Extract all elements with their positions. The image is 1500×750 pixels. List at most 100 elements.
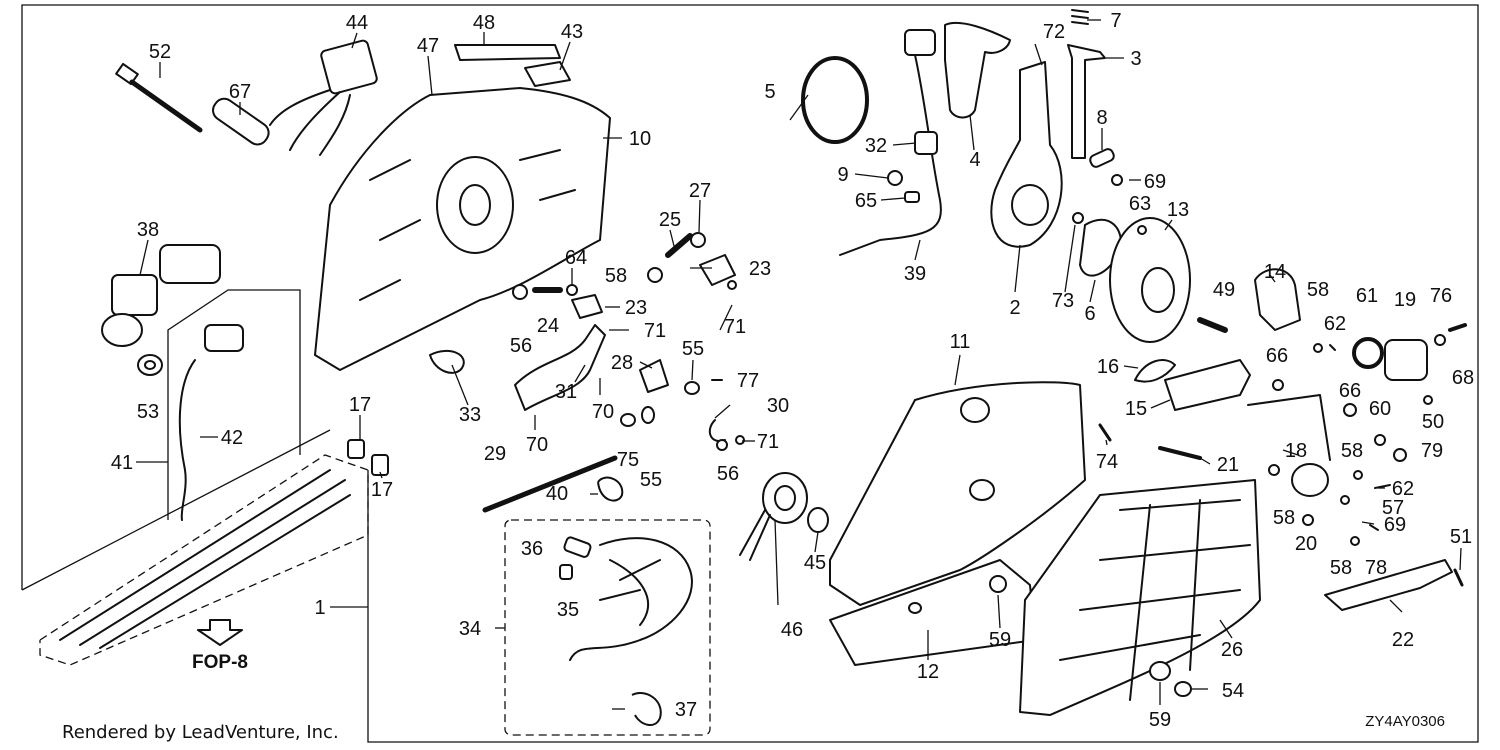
callout-17-upper[interactable]: 17 — [349, 394, 371, 416]
callout-58-right-lower[interactable]: 58 — [1330, 557, 1352, 579]
callout-45[interactable]: 45 — [804, 552, 826, 574]
callout-71-lower[interactable]: 71 — [757, 431, 779, 453]
callout-69-lower[interactable]: 69 — [1384, 514, 1406, 536]
callout-37[interactable]: 37 — [675, 699, 697, 721]
callout-67[interactable]: 67 — [229, 81, 251, 103]
callout-24[interactable]: 24 — [537, 315, 559, 337]
callout-35[interactable]: 35 — [557, 599, 579, 621]
callout-42[interactable]: 42 — [221, 427, 243, 449]
callout-49[interactable]: 49 — [1213, 279, 1235, 301]
callout-3[interactable]: 3 — [1130, 48, 1141, 70]
callout-21[interactable]: 21 — [1217, 454, 1239, 476]
callout-47[interactable]: 47 — [417, 35, 439, 57]
callout-71-center[interactable]: 71 — [644, 320, 666, 342]
callout-25[interactable]: 25 — [659, 209, 681, 231]
callout-43[interactable]: 43 — [561, 21, 583, 43]
callout-29[interactable]: 29 — [484, 443, 506, 465]
callout-13[interactable]: 13 — [1167, 199, 1189, 221]
callout-72[interactable]: 72 — [1043, 21, 1065, 43]
callout-73[interactable]: 73 — [1052, 290, 1074, 312]
callout-15[interactable]: 15 — [1125, 398, 1147, 420]
callout-62-lower[interactable]: 62 — [1392, 478, 1414, 500]
callout-11[interactable]: 11 — [950, 331, 971, 353]
callout-10[interactable]: 10 — [629, 128, 651, 150]
callout-70-right[interactable]: 70 — [592, 401, 614, 423]
callout-52[interactable]: 52 — [149, 41, 171, 63]
callout-61[interactable]: 61 — [1356, 285, 1378, 307]
callout-77[interactable]: 77 — [737, 370, 759, 392]
callout-23-lower[interactable]: 23 — [625, 297, 647, 319]
callout-66-lower[interactable]: 66 — [1339, 380, 1361, 402]
callout-56-lower[interactable]: 56 — [717, 463, 739, 485]
callout-55-lower[interactable]: 55 — [640, 469, 662, 491]
label-48 — [454, 44, 561, 61]
callout-66-upper[interactable]: 66 — [1266, 345, 1288, 367]
callout-69-upper[interactable]: 69 — [1144, 171, 1166, 193]
callout-39[interactable]: 39 — [904, 263, 926, 285]
callout-33[interactable]: 33 — [459, 404, 481, 426]
callout-68[interactable]: 68 — [1452, 367, 1474, 389]
callout-62-upper[interactable]: 62 — [1324, 313, 1346, 335]
callout-58-right-lower-left[interactable]: 58 — [1273, 507, 1295, 529]
callout-79[interactable]: 79 — [1421, 440, 1443, 462]
callout-4[interactable]: 4 — [969, 149, 980, 171]
callout-8[interactable]: 8 — [1096, 107, 1107, 129]
callout-7[interactable]: 7 — [1110, 10, 1121, 32]
callout-78[interactable]: 78 — [1365, 557, 1387, 579]
callout-74[interactable]: 74 — [1096, 451, 1118, 473]
callout-51[interactable]: 51 — [1450, 526, 1472, 548]
callout-58-right-middle[interactable]: 58 — [1341, 440, 1363, 462]
band-40 — [597, 476, 624, 502]
callout-28[interactable]: 28 — [611, 352, 633, 374]
callout-32[interactable]: 32 — [865, 135, 887, 157]
callout-2[interactable]: 2 — [1009, 297, 1020, 319]
callout-17-lower[interactable]: 17 — [371, 479, 393, 501]
callout-38[interactable]: 38 — [137, 219, 159, 241]
callout-40[interactable]: 40 — [546, 483, 568, 505]
callout-75[interactable]: 75 — [617, 449, 639, 471]
callout-63[interactable]: 63 — [1129, 193, 1151, 215]
callout-41[interactable]: 41 — [111, 452, 133, 474]
callout-26[interactable]: 26 — [1221, 639, 1243, 661]
callout-56-upper[interactable]: 56 — [510, 335, 532, 357]
callout-59-lower[interactable]: 59 — [1149, 709, 1171, 731]
callout-23-upper[interactable]: 23 — [749, 258, 771, 280]
callout-54[interactable]: 54 — [1222, 680, 1244, 702]
callout-22[interactable]: 22 — [1392, 629, 1414, 651]
callout-36[interactable]: 36 — [521, 538, 543, 560]
callout-18[interactable]: 18 — [1285, 440, 1307, 462]
callout-6[interactable]: 6 — [1084, 303, 1095, 325]
callout-44[interactable]: 44 — [346, 12, 368, 34]
reference-label[interactable]: FOP-8 — [192, 652, 248, 673]
callout-70-left[interactable]: 70 — [526, 434, 548, 456]
lanyard-41-42 — [167, 289, 301, 521]
callout-5[interactable]: 5 — [764, 81, 775, 103]
callout-53[interactable]: 53 — [137, 401, 159, 423]
callout-58-right-upper[interactable]: 58 — [1307, 279, 1329, 301]
callout-60[interactable]: 60 — [1369, 398, 1391, 420]
callout-76[interactable]: 76 — [1430, 285, 1452, 307]
callout-31[interactable]: 31 — [555, 381, 577, 403]
callout-30[interactable]: 30 — [767, 395, 789, 417]
callout-46[interactable]: 46 — [781, 619, 803, 641]
callout-20[interactable]: 20 — [1295, 533, 1317, 555]
callout-59-center[interactable]: 59 — [989, 629, 1011, 651]
callout-50[interactable]: 50 — [1422, 411, 1444, 433]
callout-12[interactable]: 12 — [917, 661, 939, 683]
callout-9[interactable]: 9 — [837, 164, 848, 186]
callout-14[interactable]: 14 — [1264, 261, 1286, 283]
callout-16[interactable]: 16 — [1097, 356, 1119, 378]
callout-64[interactable]: 64 — [565, 247, 587, 269]
callout-58-center[interactable]: 58 — [605, 265, 627, 287]
callout-19[interactable]: 19 — [1394, 289, 1416, 311]
callout-65[interactable]: 65 — [855, 190, 877, 212]
callout-55-upper[interactable]: 55 — [682, 338, 704, 360]
callout-34[interactable]: 34 — [459, 618, 481, 640]
callout-1[interactable]: 1 — [314, 597, 325, 619]
grip-43 — [524, 61, 571, 87]
callout-71-upper[interactable]: 71 — [724, 316, 746, 338]
callout-27[interactable]: 27 — [689, 180, 711, 202]
callout-57[interactable]: 57 — [1382, 497, 1404, 519]
callout-48[interactable]: 48 — [473, 12, 495, 34]
